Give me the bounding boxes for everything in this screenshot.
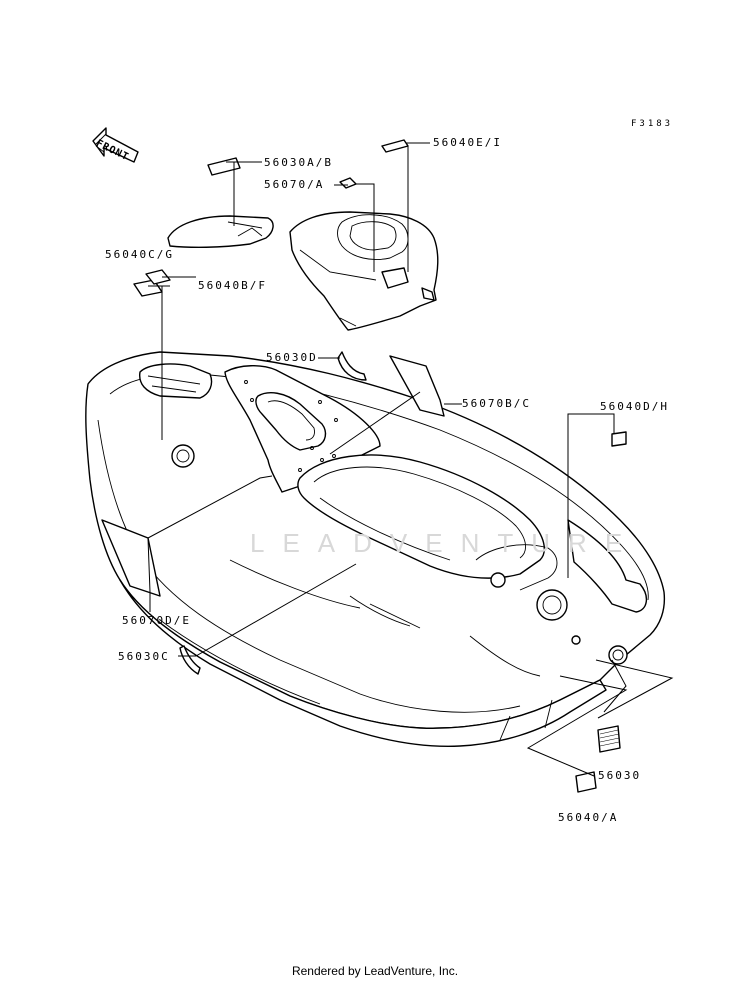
front-arrow-icon xyxy=(92,127,139,163)
footer-credit: Rendered by LeadVenture, Inc. xyxy=(291,964,459,978)
callout-56030[interactable]: 56030 xyxy=(598,769,642,782)
callout-56030ab[interactable]: 56030A/B xyxy=(264,156,333,169)
decal-parts xyxy=(101,139,627,793)
callout-56040dh[interactable]: 56040D/H xyxy=(600,400,669,413)
engine-hood xyxy=(289,211,439,331)
callout-56040cg[interactable]: 56040C/G xyxy=(105,248,174,261)
leader-lines xyxy=(147,142,674,777)
callout-56070bc[interactable]: 56070B/C xyxy=(462,397,531,410)
callout-56040bf[interactable]: 56040B/F xyxy=(198,279,267,292)
callout-56070a[interactable]: 56070/A xyxy=(264,178,325,191)
callout-56030c[interactable]: 56030C xyxy=(118,650,170,663)
hull-body xyxy=(85,351,666,747)
callout-56040a[interactable]: 56040/A xyxy=(558,811,619,824)
seat-cushion xyxy=(167,215,274,249)
callout-56040ei[interactable]: 56040E/I xyxy=(433,136,502,149)
watermark: LEADVENTURE xyxy=(250,528,641,558)
callout-56030d[interactable]: 56030D xyxy=(266,351,318,364)
callout-56070de[interactable]: 56070D/E xyxy=(122,614,191,627)
figure-code: F3183 xyxy=(631,119,674,129)
